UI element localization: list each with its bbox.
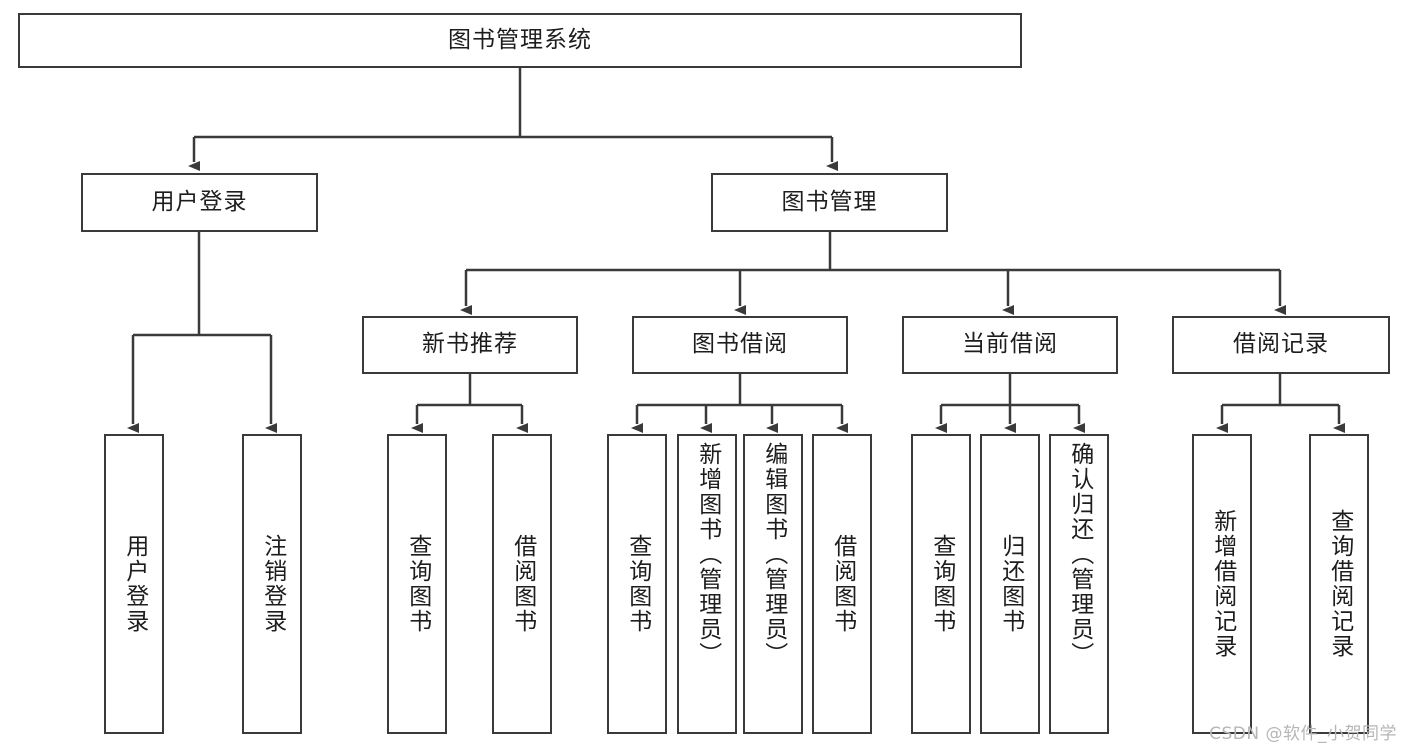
leaf-new-book-query-book[interactable]: 查询图书: [387, 434, 447, 734]
node-label: 新书推荐: [422, 331, 518, 358]
node-label: 查询图书: [404, 534, 431, 634]
node-label: 用户登录: [121, 534, 148, 634]
node-label: 借阅图书: [829, 534, 856, 634]
node-borrow-record[interactable]: 借阅记录: [1172, 316, 1390, 374]
leaf-current-borrow-query-book[interactable]: 查询图书: [911, 434, 971, 734]
node-label: 图书借阅: [692, 331, 788, 358]
node-label: 编辑图书（管理员）: [760, 442, 787, 667]
node-book-management[interactable]: 图书管理: [711, 173, 948, 232]
leaf-borrow-record-query-record[interactable]: 查询借阅记录: [1309, 434, 1369, 734]
node-label: 图书管理: [781, 188, 878, 215]
leaf-user-login-login[interactable]: 用户登录: [104, 434, 164, 734]
node-current-borrow[interactable]: 当前借阅: [902, 316, 1118, 374]
leaf-book-borrow-edit-book-admin[interactable]: 编辑图书（管理员）: [743, 434, 803, 734]
leaf-book-borrow-query-book[interactable]: 查询图书: [607, 434, 667, 734]
leaf-current-borrow-return-book[interactable]: 归还图书: [980, 434, 1040, 734]
node-label: 新增图书（管理员）: [694, 442, 721, 667]
leaf-borrow-record-add-record[interactable]: 新增借阅记录: [1192, 434, 1252, 734]
node-new-book-recommend[interactable]: 新书推荐: [362, 316, 578, 374]
node-book-borrow[interactable]: 图书借阅: [632, 316, 848, 374]
node-label: 确认归还（管理员）: [1066, 442, 1093, 667]
node-label: 借阅图书: [509, 534, 536, 634]
node-user-login[interactable]: 用户登录: [81, 173, 318, 232]
node-label: 查询借阅记录: [1326, 509, 1353, 659]
node-label: 查询图书: [928, 534, 955, 634]
node-label: 图书管理系统: [448, 26, 592, 53]
watermark-text: CSDN @软件_小贺同学: [1209, 724, 1397, 744]
leaf-book-borrow-borrow-book[interactable]: 借阅图书: [812, 434, 872, 734]
node-label: 当前借阅: [962, 331, 1058, 358]
node-label: 新增借阅记录: [1209, 509, 1236, 659]
leaf-current-borrow-confirm-return-admin[interactable]: 确认归还（管理员）: [1049, 434, 1109, 734]
leaf-user-login-logout[interactable]: 注销登录: [242, 434, 302, 734]
node-label: 查询图书: [624, 534, 651, 634]
leaf-new-book-borrow-book[interactable]: 借阅图书: [492, 434, 552, 734]
node-label: 归还图书: [997, 534, 1024, 634]
node-label: 借阅记录: [1233, 331, 1329, 358]
node-label: 用户登录: [151, 188, 248, 215]
node-root-book-management-system[interactable]: 图书管理系统: [18, 13, 1022, 68]
node-label: 注销登录: [259, 534, 286, 634]
leaf-book-borrow-add-book-admin[interactable]: 新增图书（管理员）: [677, 434, 737, 734]
